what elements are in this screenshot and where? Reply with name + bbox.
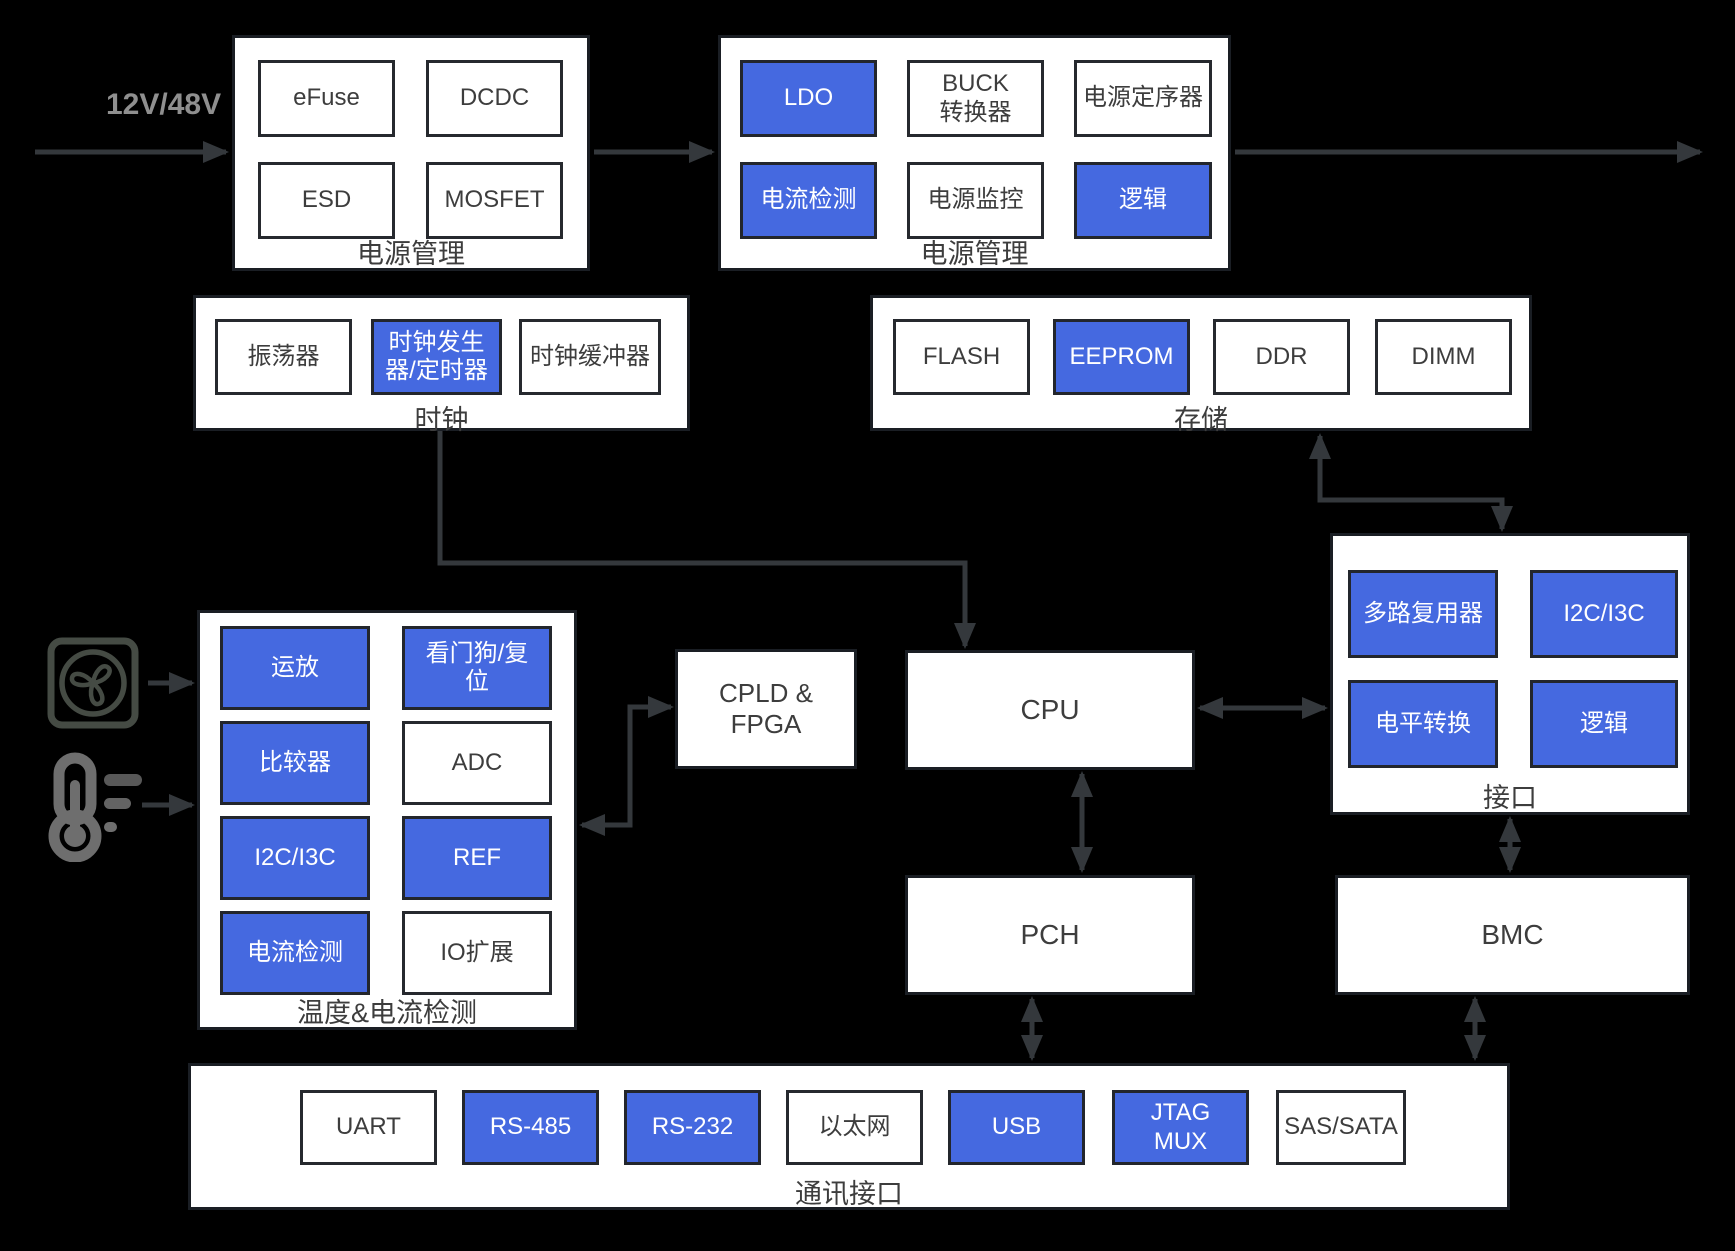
- group-comm-interface-label: 通讯接口: [795, 1179, 903, 1209]
- group-clock-label: 时钟: [414, 405, 469, 435]
- block-power-monitor[interactable]: 电源监控: [907, 162, 1044, 239]
- block-power-sequencer[interactable]: 电源定序器: [1074, 60, 1212, 137]
- block-multiplexer[interactable]: 多路复用器: [1348, 570, 1498, 658]
- block-dcdc[interactable]: DCDC: [426, 60, 563, 137]
- block-adc[interactable]: ADC: [402, 721, 552, 805]
- group-temp-current-sense-label: 温度&电流检测: [296, 998, 477, 1028]
- block-watchdog-reset[interactable]: 看门狗/复 位: [402, 626, 552, 710]
- block-buck-converter[interactable]: BUCK 转换器: [907, 60, 1044, 137]
- block-opamp[interactable]: 运放: [220, 626, 370, 710]
- node-pch[interactable]: PCH: [905, 875, 1195, 995]
- block-logic-interface[interactable]: 逻辑: [1530, 680, 1678, 768]
- block-eeprom[interactable]: EEPROM: [1053, 319, 1190, 395]
- block-usb[interactable]: USB: [948, 1090, 1085, 1165]
- fan-icon: [47, 637, 139, 729]
- group-power-management-1-label: 电源管理: [357, 239, 465, 269]
- block-efuse[interactable]: eFuse: [258, 60, 395, 137]
- block-ethernet[interactable]: 以太网: [786, 1090, 923, 1165]
- arrow-temp-cpld: [579, 696, 674, 836]
- block-ref[interactable]: REF: [402, 816, 552, 900]
- block-flash[interactable]: FLASH: [893, 319, 1030, 395]
- block-uart[interactable]: UART: [300, 1090, 437, 1165]
- block-dimm[interactable]: DIMM: [1375, 319, 1512, 395]
- arrow-clock-cpu: [437, 431, 976, 649]
- block-sas-sata[interactable]: SAS/SATA: [1276, 1090, 1406, 1165]
- group-storage-label: 存储: [1174, 405, 1228, 435]
- input-voltage-label: 12V/48V: [106, 88, 222, 121]
- block-clock-buffer[interactable]: 时钟缓冲器: [519, 319, 661, 395]
- block-comparator[interactable]: 比较器: [220, 721, 370, 805]
- block-clock-generator-timer[interactable]: 时钟发生 器/定时器: [371, 319, 502, 395]
- block-current-sense-temp[interactable]: 电流检测: [220, 911, 370, 995]
- arrow-storage-interface: [1309, 433, 1513, 532]
- block-oscillator[interactable]: 振荡器: [215, 319, 352, 395]
- thermometer-icon: [48, 752, 142, 862]
- node-bmc[interactable]: BMC: [1335, 875, 1690, 995]
- block-rs232[interactable]: RS-232: [624, 1090, 761, 1165]
- block-current-sense-power[interactable]: 电流检测: [740, 162, 877, 239]
- block-esd[interactable]: ESD: [258, 162, 395, 239]
- group-power-management-2-label: 电源管理: [920, 239, 1029, 269]
- block-jtag-mux[interactable]: JTAG MUX: [1112, 1090, 1249, 1165]
- block-mosfet[interactable]: MOSFET: [426, 162, 563, 239]
- block-ddr[interactable]: DDR: [1213, 319, 1350, 395]
- block-rs485[interactable]: RS-485: [462, 1090, 599, 1165]
- group-interface-label: 接口: [1483, 783, 1537, 813]
- block-io-expander[interactable]: IO扩展: [402, 911, 552, 995]
- block-i2c-i3c-interface[interactable]: I2C/I3C: [1530, 570, 1678, 658]
- block-i2c-i3c-temp[interactable]: I2C/I3C: [220, 816, 370, 900]
- block-ldo[interactable]: LDO: [740, 60, 877, 137]
- block-level-shifter[interactable]: 电平转换: [1348, 680, 1498, 768]
- block-logic-power[interactable]: 逻辑: [1074, 162, 1212, 239]
- node-cpu[interactable]: CPU: [905, 650, 1195, 770]
- node-cpld-fpga[interactable]: CPLD & FPGA: [675, 649, 857, 769]
